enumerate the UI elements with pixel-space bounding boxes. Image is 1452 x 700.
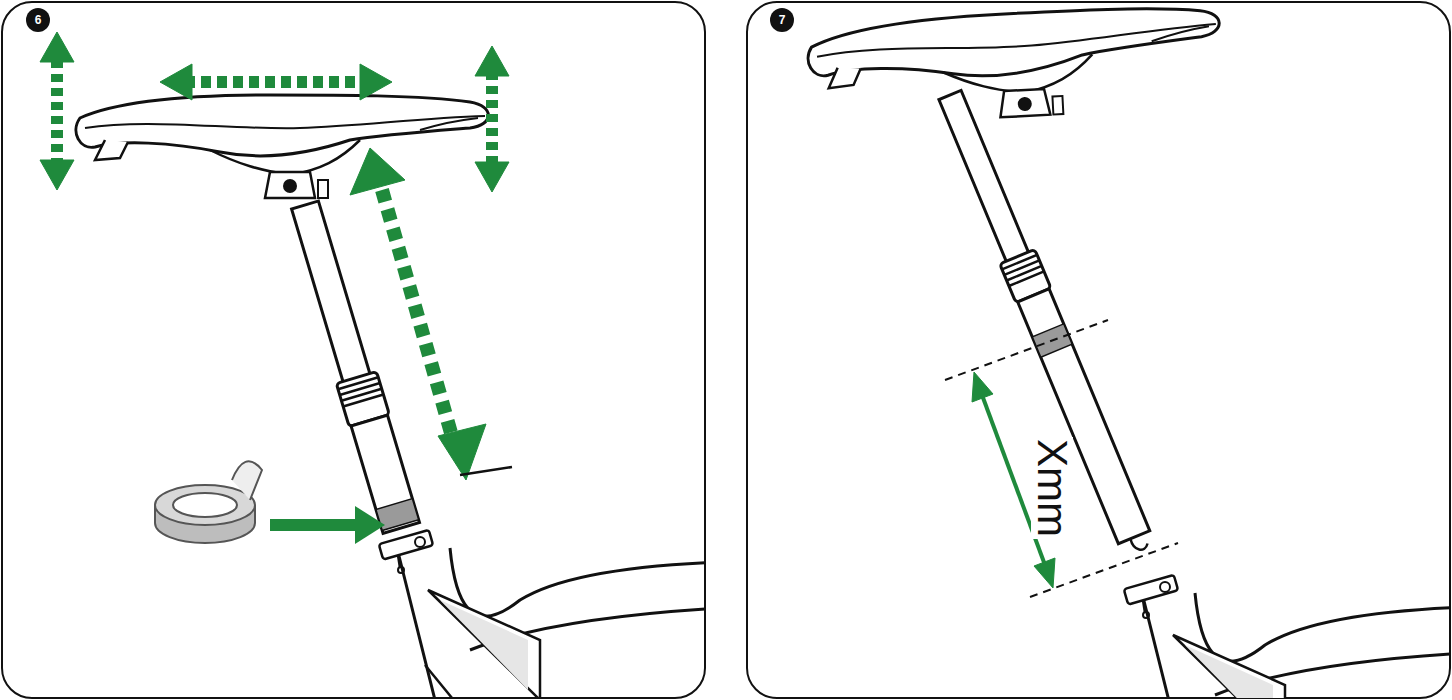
callout-number: 6 xyxy=(26,8,50,32)
callout-number: 7 xyxy=(770,8,794,32)
dimension-label: Xmm xyxy=(1031,437,1073,539)
